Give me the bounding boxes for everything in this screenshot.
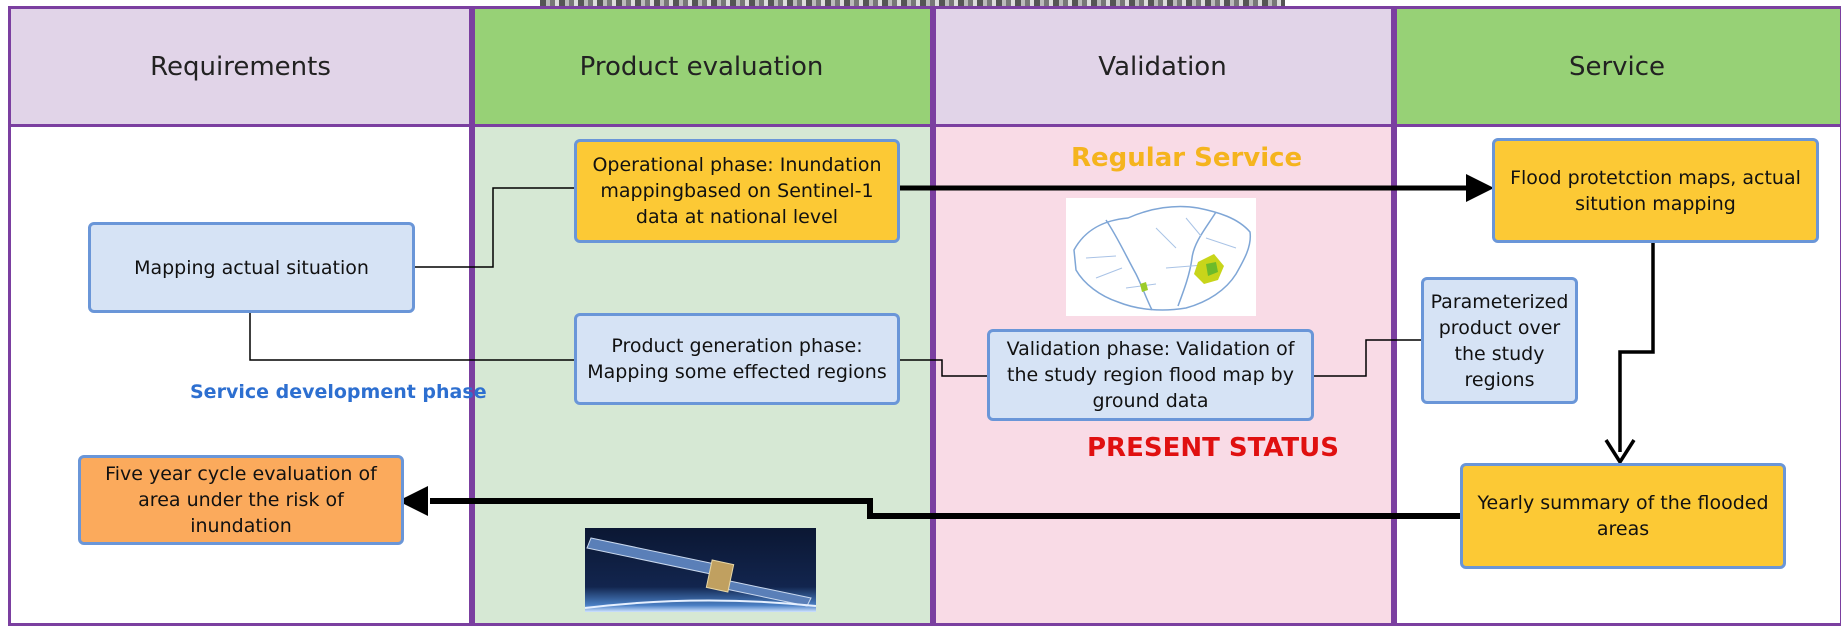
header-service-label: Service — [1568, 52, 1666, 82]
map-flooded-area-core — [1206, 262, 1218, 276]
mapping-actual-situation-box: Mapping actual situation — [88, 222, 415, 313]
operational-phase-box: Operational phase: Inundation mappingbas… — [574, 139, 900, 243]
validation-phase-text: Validation phase: Validation of the stud… — [1006, 338, 1295, 412]
flood-protection-box: Flood protetction maps, actual sitution … — [1492, 138, 1819, 243]
top-image-fragment — [540, 0, 1285, 6]
mapping-actual-situation-text: Mapping actual situation — [134, 256, 369, 279]
header-validation-label: Validation — [1098, 52, 1227, 82]
map-flooded-area-small — [1140, 282, 1148, 292]
parameterized-product-text: Parameterized product over the study reg… — [1430, 290, 1569, 391]
sentinel-satellite-image — [585, 528, 816, 612]
hungary-map-thumbnail — [1066, 198, 1256, 316]
map-river-danube — [1105, 219, 1153, 311]
five-year-cycle-box: Five year cycle evaluation of area under… — [78, 455, 404, 545]
map-river-tisza — [1177, 211, 1217, 307]
yearly-summary-box: Yearly summary of the flooded areas — [1460, 463, 1786, 569]
header-service: Service — [1393, 8, 1841, 126]
service-development-label: Service development phase — [190, 381, 487, 403]
five-year-cycle-text: Five year cycle evaluation of area under… — [105, 463, 377, 537]
operational-phase-text: Operational phase: Inundation mappingbas… — [592, 154, 882, 228]
product-generation-box: Product generation phase: Mapping some e… — [574, 313, 900, 405]
flood-protection-text: Flood protetction maps, actual sitution … — [1510, 166, 1801, 215]
parameterized-product-box: Parameterized product over the study reg… — [1421, 277, 1578, 404]
product-generation-text: Product generation phase: Mapping some e… — [587, 335, 887, 383]
header-divider — [8, 124, 1841, 127]
present-status-label: PRESENT STATUS — [1087, 433, 1339, 463]
regular-service-label: Regular Service — [1071, 143, 1303, 173]
header-validation: Validation — [932, 8, 1393, 126]
validation-phase-box: Validation phase: Validation of the stud… — [987, 329, 1314, 421]
earth-horizon — [585, 599, 816, 609]
yearly-summary-text: Yearly summary of the flooded areas — [1477, 492, 1769, 540]
header-requirements-label: Requirements — [150, 52, 331, 82]
satellite-body — [705, 559, 735, 593]
header-product-evaluation: Product evaluation — [471, 8, 932, 126]
map-country-outline — [1073, 205, 1252, 311]
satellite-solar-panel-left — [586, 537, 716, 575]
header-requirements: Requirements — [10, 8, 471, 126]
header-product-evaluation-label: Product evaluation — [579, 52, 824, 82]
